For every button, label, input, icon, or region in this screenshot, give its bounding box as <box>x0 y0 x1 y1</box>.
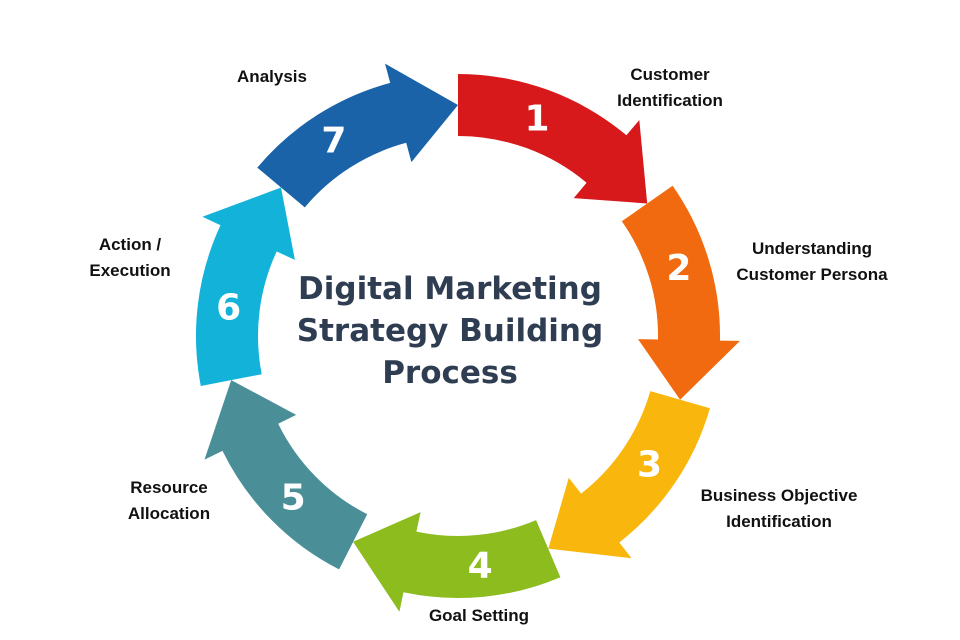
step-label-6-line-2: Execution <box>89 261 171 280</box>
step-label-6-line-1: Action / <box>98 235 162 254</box>
step-label-7-line-1: Analysis <box>237 67 307 86</box>
arrow-segment-4 <box>353 512 561 612</box>
step-label-4: Goal Setting <box>404 603 554 629</box>
arrow-segment-6 <box>195 187 295 386</box>
arrow-segment-5 <box>204 380 368 570</box>
step-label-1-line-2: Identification <box>617 91 723 110</box>
step-label-3-line-1: Business Objective <box>700 486 858 505</box>
step-label-3: Business Objective Identification <box>686 483 872 535</box>
diagram-title-line-3: Process <box>382 355 518 391</box>
step-label-2: Understanding Customer Persona <box>722 236 902 288</box>
arrow-segment-1 <box>458 74 648 204</box>
arrow-segment-3 <box>548 391 710 559</box>
step-label-2-line-2: Customer Persona <box>736 265 888 284</box>
step-number-1: 1 <box>524 98 549 139</box>
step-number-5: 5 <box>281 477 306 518</box>
step-number-3: 3 <box>637 445 662 486</box>
diagram-title-line-2: Strategy Building <box>296 313 604 349</box>
step-number-7: 7 <box>321 121 346 162</box>
step-label-3-line-2: Identification <box>726 512 832 531</box>
step-label-5: Resource Allocation <box>104 475 234 527</box>
diagram-title-line-1: Digital Marketing <box>298 271 602 307</box>
step-label-4-line-1: Goal Setting <box>428 606 530 625</box>
step-label-1: Customer Identification <box>590 62 750 114</box>
step-number-6: 6 <box>216 287 241 328</box>
step-label-5-line-1: Resource <box>130 478 208 497</box>
step-label-6: Action / Execution <box>72 232 188 284</box>
step-number-4: 4 <box>468 545 493 586</box>
step-label-7: Analysis <box>212 64 332 90</box>
step-label-2-line-1: Understanding <box>752 239 872 258</box>
diagram-title: Digital Marketing Strategy Building Proc… <box>280 268 620 394</box>
arrow-segment-7 <box>257 63 458 208</box>
arrow-segment-2 <box>621 185 740 400</box>
step-number-2: 2 <box>666 248 691 289</box>
step-label-5-line-2: Allocation <box>127 504 211 523</box>
step-label-1-line-1: Customer <box>630 65 710 84</box>
